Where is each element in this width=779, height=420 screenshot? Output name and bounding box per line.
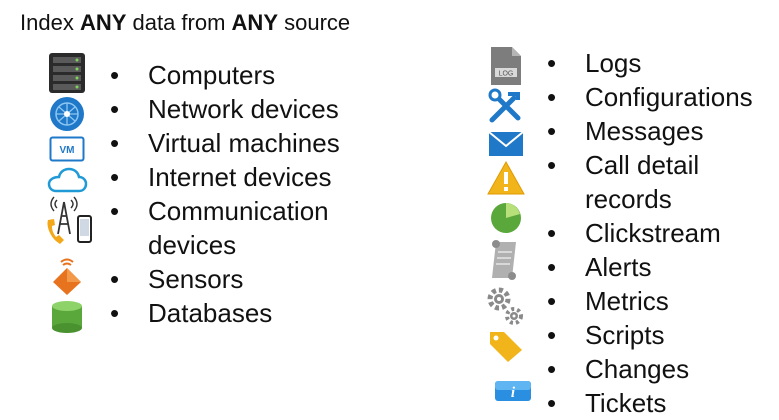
list-item: Clickstream [547,216,753,250]
info-icon: i [495,381,531,401]
title-emphasis-any: ANY [231,10,278,35]
data-sources-list: Computers Network devices Virtual machin… [110,58,340,330]
envelope-icon [488,131,524,156]
svg-text:i: i [511,385,516,401]
list-item: Internet devices [110,160,340,194]
phone-tower-icon [47,196,92,244]
database-icon [52,301,82,333]
list-item: Changes [547,352,753,386]
vm-icon: VM [49,136,85,162]
list-item: Databases [110,296,340,330]
tag-icon [490,332,522,362]
list-item: Alerts [547,250,753,284]
sensor-icon [53,258,81,295]
list-item: Messages [547,114,753,148]
list-item: Computers [110,58,340,92]
list-item: Sensors [110,262,340,296]
data-types-list: Logs Configurations Messages Call detail… [547,46,753,420]
gears-icon [487,287,523,325]
network-globe-icon [50,97,84,131]
page-title: Index ANY data from ANY source [20,10,351,35]
cloud-icon [47,167,88,193]
tools-icon [488,88,521,123]
svg-text:LOG: LOG [499,71,514,78]
list-item: Tickets [547,386,753,420]
scroll-icon [492,240,516,280]
title-emphasis-any: ANY [79,10,127,35]
warning-icon [487,160,525,195]
list-item: Logs [547,46,753,80]
log-file-icon: LOG [491,47,521,85]
list-item: Configurations [547,80,753,114]
list-item: Scripts [547,318,753,352]
list-item: Metrics [547,284,753,318]
svg-text:VM: VM [60,145,75,156]
server-rack-icon [49,53,85,93]
list-item: Network devices [110,92,340,126]
pie-chart-icon [491,203,521,233]
list-item: Virtual machines [110,126,340,160]
